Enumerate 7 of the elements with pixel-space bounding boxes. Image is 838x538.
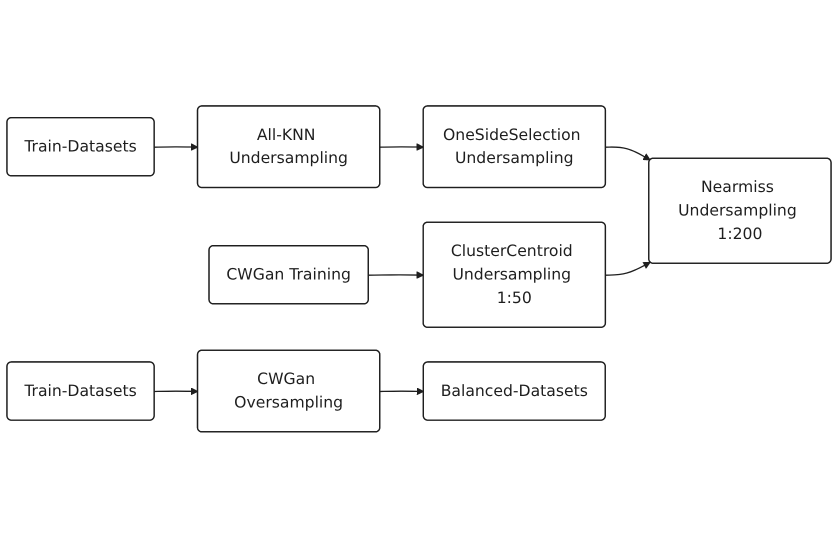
arrow <box>606 146 651 161</box>
arrow <box>154 388 198 396</box>
arrow <box>380 143 424 151</box>
arrow <box>368 271 424 279</box>
arrow <box>154 143 198 151</box>
arrow <box>380 388 424 396</box>
arrow <box>606 262 651 276</box>
